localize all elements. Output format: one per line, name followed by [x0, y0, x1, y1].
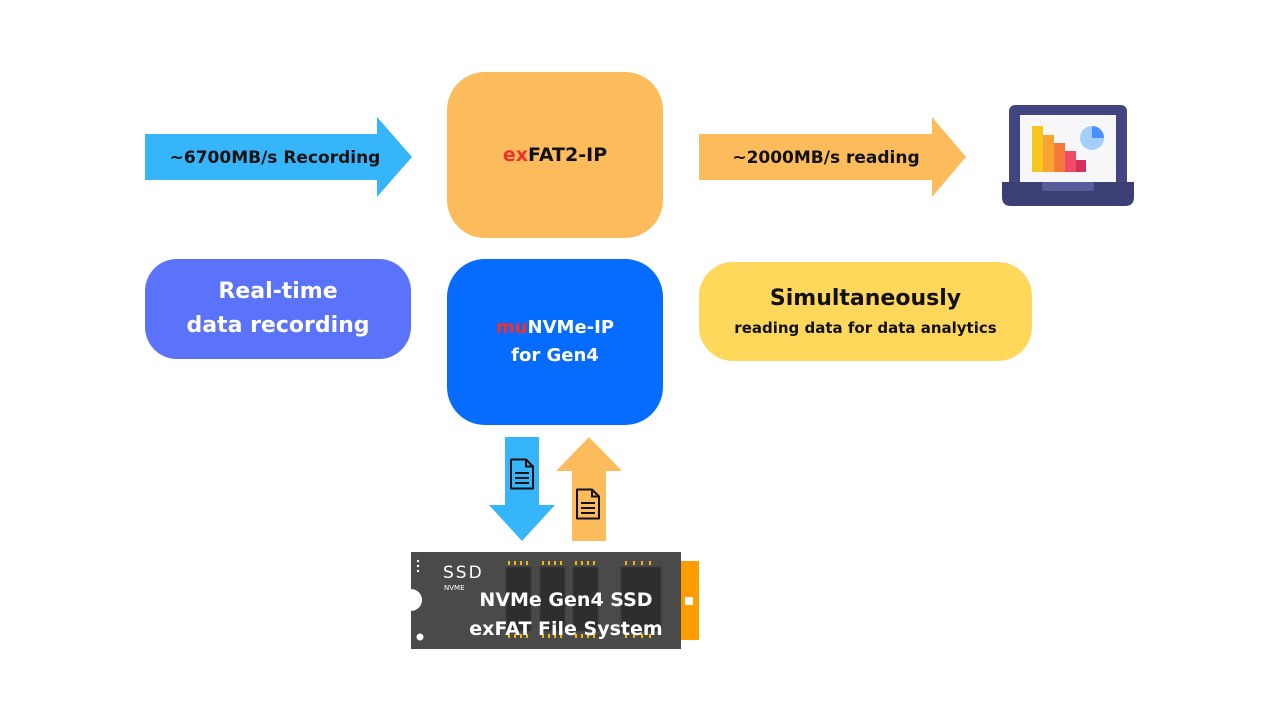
- ssd-line2: exFAT File System: [469, 618, 663, 640]
- exfat2-ip-box: exFAT2-IP: [447, 72, 663, 238]
- ssd-sub-label: NVME: [444, 584, 465, 592]
- nvme-line2: for Gen4: [511, 345, 599, 366]
- simul-line1: Simultaneously: [769, 285, 962, 311]
- recording-arrow-label: ~6700MB/s Recording: [169, 148, 381, 168]
- document-icon: [576, 488, 600, 520]
- document-icon: [510, 458, 534, 490]
- laptop-chart-icon: [1002, 105, 1134, 206]
- munvme-ip-box: muNVMe-IP for Gen4: [447, 259, 663, 425]
- ssd-line1: NVMe Gen4 SSD: [479, 589, 653, 611]
- simultaneous-reading-box: Simultaneously reading data for data ana…: [699, 262, 1032, 361]
- ssd-caption: NVMe Gen4 SSD exFAT File System: [451, 585, 681, 645]
- exfat-prefix: ex: [502, 144, 529, 166]
- reading-arrow-label: ~2000MB/s reading: [732, 148, 920, 168]
- ssd-brand-label: SSD: [443, 563, 484, 583]
- exfat-name: FAT2-IP: [528, 144, 608, 166]
- nvme-prefix: mu: [495, 317, 528, 338]
- reading-arrow: [699, 117, 966, 197]
- realtime-line2: data recording: [186, 313, 370, 338]
- recording-arrow: [145, 117, 412, 197]
- simul-line2: reading data for data analytics: [734, 318, 997, 337]
- realtime-recording-box: Real-time data recording: [145, 259, 411, 359]
- realtime-line1: Real-time: [218, 279, 338, 304]
- nvme-name: NVMe-IP: [527, 317, 615, 338]
- nvme-ssd-graphic: [411, 552, 699, 649]
